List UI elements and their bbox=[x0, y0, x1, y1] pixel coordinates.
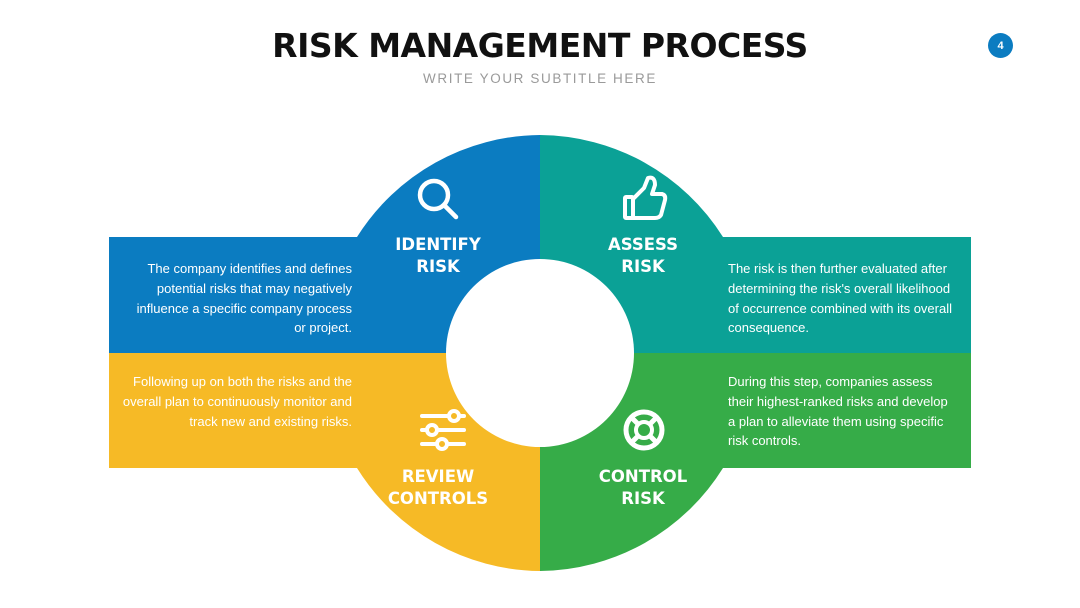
page-title: RISK MANAGEMENT PROCESS bbox=[272, 26, 808, 65]
step-description-assess: The risk is then further evaluated after… bbox=[728, 261, 952, 336]
quadrant-assess bbox=[540, 135, 971, 353]
sliders-icon bbox=[420, 409, 466, 451]
thumbs-up-icon bbox=[623, 175, 668, 220]
step-description-identify: The company identifies and defines poten… bbox=[136, 261, 352, 336]
magnifier-icon bbox=[417, 178, 459, 220]
page-number-badge: 4 bbox=[988, 33, 1013, 58]
quadrant-control bbox=[540, 353, 971, 571]
lifebuoy-icon bbox=[623, 409, 665, 451]
step-description-review: Following up on both the risks and the o… bbox=[122, 374, 352, 429]
step-label-assess: ASSESS RISK bbox=[607, 235, 679, 276]
quadrant-review bbox=[109, 353, 540, 571]
center-circle bbox=[446, 259, 634, 447]
step-label-identify: IDENTIFY RISK bbox=[395, 235, 481, 276]
step-label-control: CONTROL RISK bbox=[598, 467, 688, 508]
step-label-review: REVIEW CONTROLS bbox=[387, 467, 489, 508]
quadrant-identify bbox=[109, 135, 540, 353]
step-description-control: During this step, companies assess their… bbox=[728, 374, 948, 449]
page-subtitle: WRITE YOUR SUBTITLE HERE bbox=[423, 71, 657, 86]
